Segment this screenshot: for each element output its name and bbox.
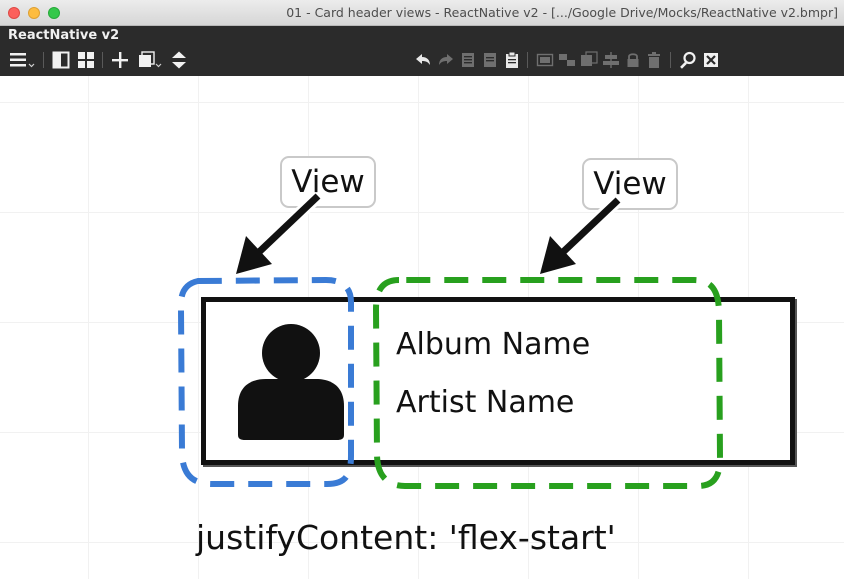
view-callout-left[interactable]: View — [280, 156, 376, 208]
arrow-to-right-view — [540, 195, 623, 274]
artist-name-text: Artist Name — [396, 385, 575, 420]
callout-label: View — [291, 164, 365, 200]
align-icon — [602, 50, 620, 70]
copy-icon — [460, 50, 476, 70]
redo-icon — [437, 50, 455, 70]
add-icon[interactable] — [110, 50, 130, 70]
clipboard-icon[interactable] — [504, 50, 520, 70]
paste-icon — [482, 50, 498, 70]
bring-front-icon — [580, 50, 598, 70]
window-title-bar: 01 - Card header views - ReactNative v2 … — [0, 0, 844, 26]
justify-content-caption: justifyContent: 'flex-start' — [196, 518, 616, 557]
view-callout-right[interactable]: View — [582, 158, 678, 210]
minimize-window-button[interactable] — [28, 7, 40, 19]
toolbar-separator — [102, 52, 103, 68]
menu-icon[interactable] — [8, 50, 36, 70]
undo-icon[interactable] — [414, 50, 432, 70]
lock-icon — [625, 50, 641, 70]
mockup-canvas[interactable]: View View Album Name Artist Name justify… — [0, 76, 844, 579]
single-panel-icon[interactable] — [51, 50, 71, 70]
callout-label: View — [593, 166, 667, 202]
clear-icon[interactable] — [702, 50, 720, 70]
maximize-window-button[interactable] — [48, 7, 60, 19]
duplicate-icon[interactable] — [137, 50, 163, 70]
app-toolbar: ReactNative v2 — [0, 26, 844, 76]
toolbar-separator — [670, 52, 671, 68]
close-window-button[interactable] — [8, 7, 20, 19]
grid-icon[interactable] — [76, 50, 96, 70]
reorder-icon[interactable] — [169, 50, 189, 70]
toolbar-separator — [43, 52, 44, 68]
app-name: ReactNative v2 — [8, 28, 120, 43]
album-name-text: Album Name — [396, 327, 591, 362]
trash-icon — [646, 50, 662, 70]
toolbar-separator — [527, 52, 528, 68]
ungroup-icon — [558, 50, 576, 70]
window-title: 01 - Card header views - ReactNative v2 … — [286, 5, 838, 20]
search-icon[interactable] — [678, 50, 698, 70]
group-icon — [536, 50, 554, 70]
user-avatar-icon — [238, 324, 344, 440]
